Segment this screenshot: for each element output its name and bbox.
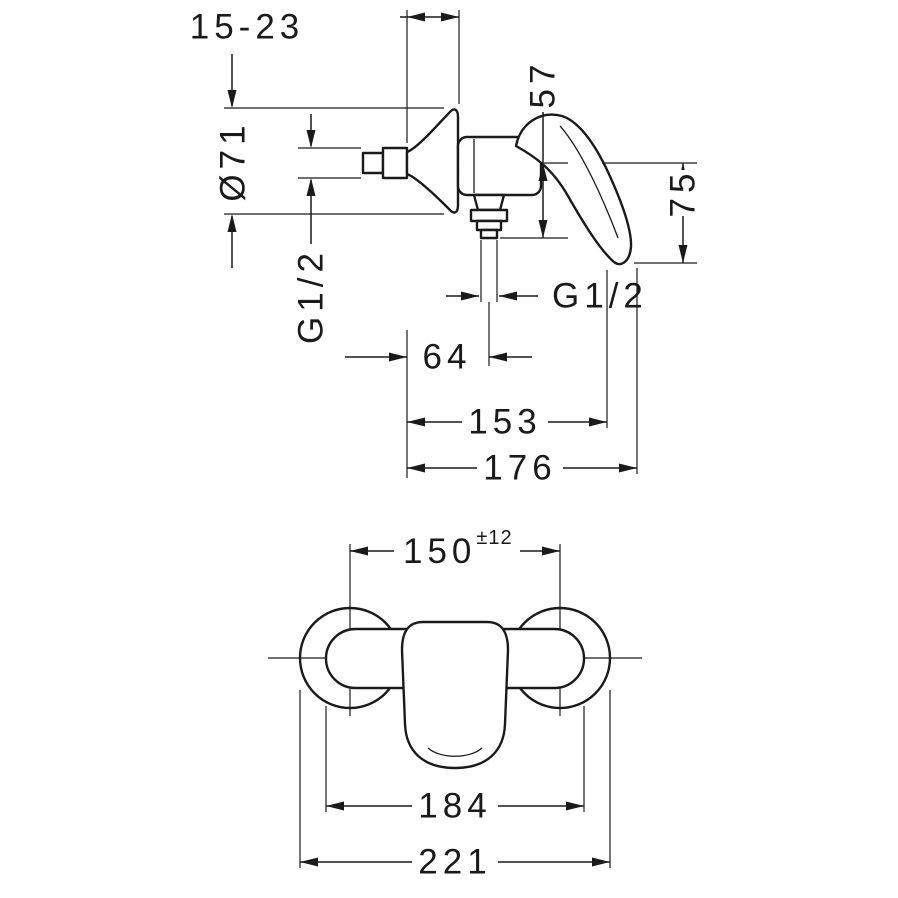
dim-body-width-label: 184 <box>418 787 491 826</box>
wall-union-stub <box>361 151 385 175</box>
dim-outlet-thread-label: G1/2 <box>552 277 648 316</box>
dim-projection-153: 153 <box>407 270 608 442</box>
dim-handle-height: 75 <box>602 162 703 264</box>
dim-inlet-thread-label: G1/2 <box>292 248 331 344</box>
lever-handle-inner-line <box>559 125 619 239</box>
escutcheon-cone <box>405 108 460 214</box>
dim-outlet-thread: G1/2 <box>446 277 648 316</box>
front-view: 150±12 184 221 <box>268 527 642 882</box>
outlet-spout <box>469 193 509 240</box>
lever-handle <box>514 113 633 266</box>
dim-wall-offset-label: 15-23 <box>190 8 305 47</box>
side-view: 15-23 Ø71 G1/2 <box>190 8 703 488</box>
wall-union-nut <box>381 146 409 180</box>
dim-projection-176: 176 <box>407 268 638 488</box>
dim-total-width-label: 221 <box>418 843 491 882</box>
dim-escutcheon-diameter-label: Ø71 <box>214 120 253 201</box>
dim-outlet-projection: 64 <box>345 338 532 377</box>
dim-projection-176-label: 176 <box>483 449 556 488</box>
dim-connection-distance: 150±12 <box>350 527 560 571</box>
dim-projection-153-label: 153 <box>468 403 541 442</box>
dim-handle-height-label: 75 <box>664 169 703 218</box>
dim-total-width: 221 <box>299 690 611 882</box>
dim-escutcheon-diameter: Ø71 <box>214 54 444 268</box>
dim-connection-distance-label: 150±12 <box>403 527 513 571</box>
dim-outlet-height: 57 <box>500 60 568 239</box>
dim-inlet-thread: G1/2 <box>292 114 361 344</box>
dim-outlet-projection-label: 64 <box>423 338 472 377</box>
outlet-extension-lines <box>480 240 498 366</box>
dim-wall-offset: 15-23 <box>190 8 460 143</box>
handle-front <box>400 620 510 770</box>
dim-outlet-height-label: 57 <box>524 60 563 109</box>
handle-front-detail-line <box>427 747 483 757</box>
dim-body-width: 184 <box>325 706 585 826</box>
